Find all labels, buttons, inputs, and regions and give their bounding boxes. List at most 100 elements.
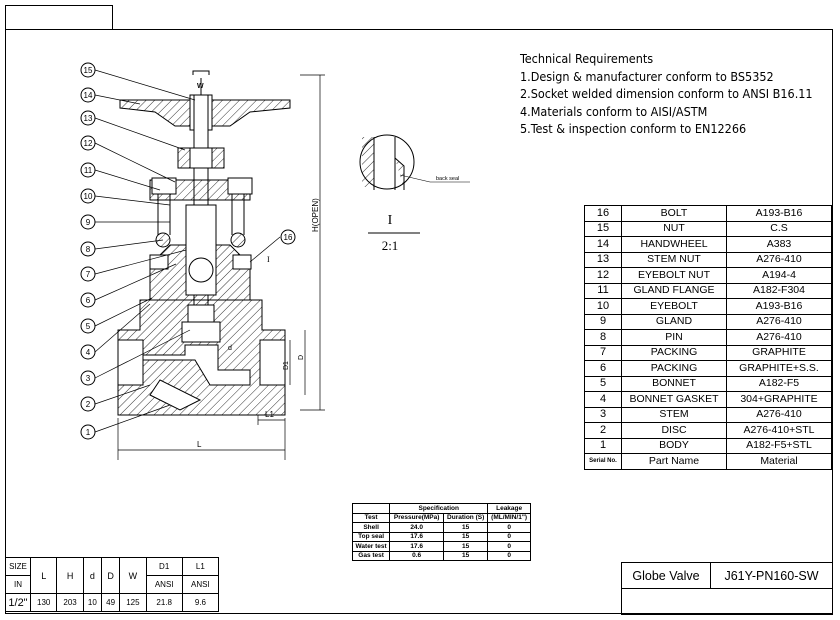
balloon-number: 5 bbox=[86, 322, 91, 331]
title-tab bbox=[5, 5, 113, 30]
balloon-number: 13 bbox=[84, 114, 93, 123]
spec-cell: 0 bbox=[487, 522, 531, 533]
spec-cell: Top seal bbox=[351, 531, 391, 542]
size-header-l: L bbox=[29, 557, 58, 594]
part-serial: 15 bbox=[584, 220, 622, 237]
size-value: 9.6 bbox=[181, 593, 220, 612]
dim-d-small-label: d bbox=[228, 345, 232, 352]
drawing-frame bbox=[5, 29, 833, 614]
title-block: Globe Valve J61Y-PN160-SW bbox=[621, 562, 833, 615]
size-header-l1: L1 bbox=[181, 557, 220, 576]
spec-cell: 24.0 bbox=[389, 522, 445, 533]
spec-cell: 17.6 bbox=[389, 531, 445, 542]
balloon-circle bbox=[80, 241, 96, 257]
part-name: GLAND bbox=[621, 313, 727, 330]
balloon-number: 7 bbox=[86, 270, 91, 279]
part-material: A276-410+STL bbox=[726, 422, 832, 439]
balloon-leader bbox=[94, 169, 161, 191]
part-material: C.S bbox=[726, 220, 832, 237]
size-value: 130 bbox=[29, 593, 58, 612]
size-header-in: IN bbox=[5, 575, 31, 594]
part-serial: 11 bbox=[584, 282, 622, 299]
balloon-leader bbox=[94, 69, 196, 101]
requirement-item: 2.Socket welded dimension conform to ANS… bbox=[520, 86, 813, 101]
spec-cell: 0 bbox=[487, 541, 531, 552]
balloon-number: 3 bbox=[86, 374, 91, 383]
dimensions bbox=[117, 74, 325, 460]
requirement-item: 1.Design & manufacturer conform to BS535… bbox=[520, 68, 774, 84]
balloon-leader bbox=[94, 117, 186, 151]
detail-note: back seal bbox=[436, 176, 459, 182]
part-material: A276-410 bbox=[726, 251, 832, 268]
balloon-circle bbox=[80, 344, 96, 360]
size-header-d: d bbox=[82, 557, 102, 594]
balloon-circle bbox=[80, 188, 96, 204]
spec-cell: 15 bbox=[443, 550, 489, 561]
spec-cell: 15 bbox=[443, 531, 489, 542]
title-blank-row bbox=[621, 588, 833, 615]
balloon-leader bbox=[94, 303, 151, 353]
part-name: NUT bbox=[621, 220, 727, 237]
balloon-number: 14 bbox=[84, 91, 93, 100]
part-name: EYEBOLT bbox=[621, 298, 727, 315]
size-header-h: H bbox=[56, 557, 84, 594]
dim-w-label: W bbox=[197, 83, 204, 90]
balloon-leader bbox=[94, 384, 151, 405]
balloon-circle bbox=[80, 266, 96, 282]
balloon-number: 12 bbox=[84, 139, 93, 148]
spec-corner bbox=[351, 503, 391, 513]
balloon-number: 1 bbox=[86, 428, 91, 437]
dim-l1-label: L1 bbox=[265, 410, 274, 419]
balloon-leader bbox=[94, 142, 176, 183]
part-name: PACKING bbox=[621, 344, 727, 361]
balloon-leader bbox=[94, 404, 171, 433]
balloon-circle bbox=[80, 424, 96, 440]
serial-no-header: Serial No. bbox=[584, 453, 622, 470]
part-material: A194-4 bbox=[726, 267, 832, 284]
part-material: 304+GRAPHITE bbox=[726, 391, 832, 408]
spec-col-header: (ML/MIN/1") bbox=[487, 512, 531, 523]
balloon-circle bbox=[80, 370, 96, 386]
balloon-leader bbox=[94, 297, 153, 327]
balloon-number: 15 bbox=[84, 66, 93, 75]
part-material: A276-410 bbox=[726, 329, 832, 346]
balloon-number: 2 bbox=[86, 400, 91, 409]
part-serial: 16 bbox=[584, 205, 622, 222]
balloon-circle bbox=[80, 318, 96, 334]
balloon-leader bbox=[94, 263, 177, 301]
balloon-circle bbox=[80, 62, 96, 78]
balloon-leader bbox=[94, 94, 141, 105]
spec-cell: 0 bbox=[487, 550, 531, 561]
balloon-leader bbox=[94, 239, 164, 250]
part-material: A193-B16 bbox=[726, 205, 832, 222]
part-material: A182-F5 bbox=[726, 375, 832, 392]
part-serial: 2 bbox=[584, 422, 622, 439]
balloon-circle bbox=[80, 135, 96, 151]
part-name: HANDWHEEL bbox=[621, 236, 727, 253]
requirement-item: 5.Test & inspection conform to EN12266 bbox=[520, 121, 747, 136]
part-name: BONNET bbox=[621, 375, 727, 392]
spec-cell: Water test bbox=[351, 541, 391, 552]
spec-cell: 15 bbox=[443, 522, 489, 533]
technical-requirements: Technical Requirements 1.Design & manufa… bbox=[520, 50, 813, 138]
part-material: A276-410 bbox=[726, 406, 832, 423]
balloon-number: 4 bbox=[86, 348, 91, 357]
spec-cell: 0.6 bbox=[389, 550, 445, 561]
